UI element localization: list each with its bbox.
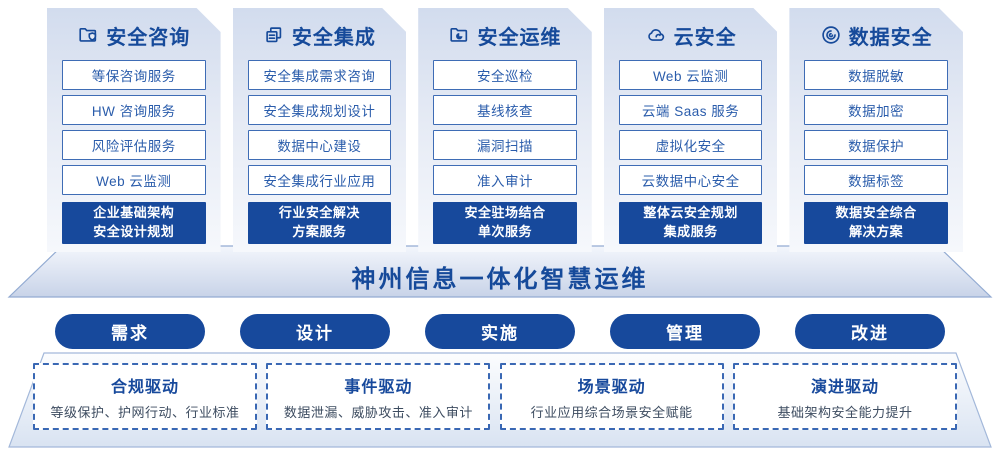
service-item: 云端 Saas 服务: [619, 95, 763, 125]
highlight-line: 数据安全综合: [835, 205, 917, 221]
service-item: 等保咨询服务: [62, 60, 206, 90]
process-pill-management: 管理: [610, 314, 760, 349]
driver-compliance: 合规驱动 等级保护、护网行动、行业标准: [33, 363, 257, 430]
driver-scenario: 场景驱动 行业应用综合场景安全赋能: [499, 363, 724, 430]
service-item: 安全集成规划设计: [248, 95, 392, 125]
process-pill-requirement: 需求: [55, 314, 205, 349]
column-title: 云安全: [619, 21, 763, 49]
service-item: Web 云监测: [619, 60, 763, 90]
cloud-icon: [645, 24, 667, 46]
service-item: 数据中心建设: [248, 130, 392, 160]
driver-desc: 基础架构安全能力提升: [777, 404, 913, 420]
service-item: 数据保护: [804, 130, 948, 160]
service-item: 数据加密: [804, 95, 948, 125]
column-title: 数据安全: [804, 21, 948, 49]
copy-docs-icon: [263, 24, 285, 46]
driver-title: 演进驱动: [810, 378, 879, 396]
driver-evolution: 演进驱动 基础架构安全能力提升: [732, 363, 957, 430]
highlight-line: 行业安全解决: [278, 205, 360, 221]
column-title: 安全运维: [433, 21, 577, 49]
highlight-line: 单次服务: [477, 224, 532, 240]
folder-pie-icon: [448, 24, 470, 46]
service-item: 准入审计: [433, 165, 577, 195]
service-item: 数据脱敏: [804, 60, 948, 90]
column-title: 安全咨询: [62, 21, 206, 49]
service-item: 安全集成需求咨询: [248, 60, 392, 90]
driver-row: 合规驱动 等级保护、护网行动、行业标准 事件驱动 数据泄漏、威胁攻击、准入审计 …: [33, 363, 957, 430]
service-item: 安全集成行业应用: [248, 165, 392, 195]
driver-desc: 行业应用综合场景安全赋能: [530, 404, 693, 420]
highlight-service: 企业基础架构 安全设计规划: [62, 202, 206, 244]
column-security-consulting: 安全咨询 等保咨询服务 HW 咨询服务 风险评估服务 Web 云监测 企业基础架…: [47, 8, 221, 252]
column-title-label: 安全咨询: [106, 26, 191, 49]
service-item: 风险评估服务: [62, 130, 206, 160]
service-columns: 安全咨询 等保咨询服务 HW 咨询服务 风险评估服务 Web 云监测 企业基础架…: [47, 8, 963, 252]
highlight-service: 行业安全解决 方案服务: [248, 202, 392, 244]
column-cloud-security: 云安全 Web 云监测 云端 Saas 服务 虚拟化安全 云数据中心安全 整体云…: [604, 8, 778, 252]
column-security-integration: 安全集成 安全集成需求咨询 安全集成规划设计 数据中心建设 安全集成行业应用 行…: [233, 8, 407, 252]
highlight-line: 解决方案: [849, 224, 904, 240]
driver-incident: 事件驱动 数据泄漏、威胁攻击、准入审计: [266, 363, 491, 430]
highlight-service: 安全驻场结合 单次服务: [433, 202, 577, 244]
service-item: 安全巡检: [433, 60, 577, 90]
column-title-label: 安全运维: [477, 26, 562, 49]
process-pill-design: 设计: [240, 314, 390, 349]
process-pill-implementation: 实施: [425, 314, 575, 349]
column-title-label: 安全集成: [291, 26, 376, 49]
driver-title: 事件驱动: [344, 378, 413, 396]
highlight-line: 集成服务: [663, 224, 718, 240]
highlight-line: 企业基础架构: [93, 205, 175, 221]
driver-desc: 等级保护、护网行动、行业标准: [50, 404, 240, 420]
driver-title: 合规驱动: [110, 378, 179, 396]
service-item: HW 咨询服务: [62, 95, 206, 125]
service-item: 数据标签: [804, 165, 948, 195]
highlight-line: 整体云安全规划: [643, 205, 738, 221]
column-title-label: 数据安全: [848, 26, 933, 49]
process-pill-improvement: 改进: [795, 314, 945, 349]
driver-title: 场景驱动: [577, 378, 646, 396]
service-item: 基线核查: [433, 95, 577, 125]
highlight-line: 方案服务: [292, 224, 347, 240]
driver-desc: 数据泄漏、威胁攻击、准入审计: [283, 404, 473, 420]
service-item: 漏洞扫描: [433, 130, 577, 160]
column-data-security: 数据安全 数据脱敏 数据加密 数据保护 数据标签 数据安全综合 解决方案: [789, 8, 963, 252]
column-title: 安全集成: [248, 21, 392, 49]
highlight-line: 安全驻场结合: [464, 205, 546, 221]
fingerprint-icon: [820, 24, 842, 46]
highlight-line: 安全设计规划: [93, 224, 175, 240]
banner-title: 神州信息一体化智慧运维: [351, 266, 649, 293]
service-item: Web 云监测: [62, 165, 206, 195]
folder-shield-icon: [77, 24, 99, 46]
highlight-service: 数据安全综合 解决方案: [804, 202, 948, 244]
highlight-service: 整体云安全规划 集成服务: [619, 202, 763, 244]
column-title-label: 云安全: [673, 26, 737, 49]
process-pill-row: 需求 设计 实施 管理 改进: [55, 314, 945, 349]
column-security-operations: 安全运维 安全巡检 基线核查 漏洞扫描 准入审计 安全驻场结合 单次服务: [418, 8, 592, 252]
service-item: 云数据中心安全: [619, 165, 763, 195]
service-item: 虚拟化安全: [619, 130, 763, 160]
